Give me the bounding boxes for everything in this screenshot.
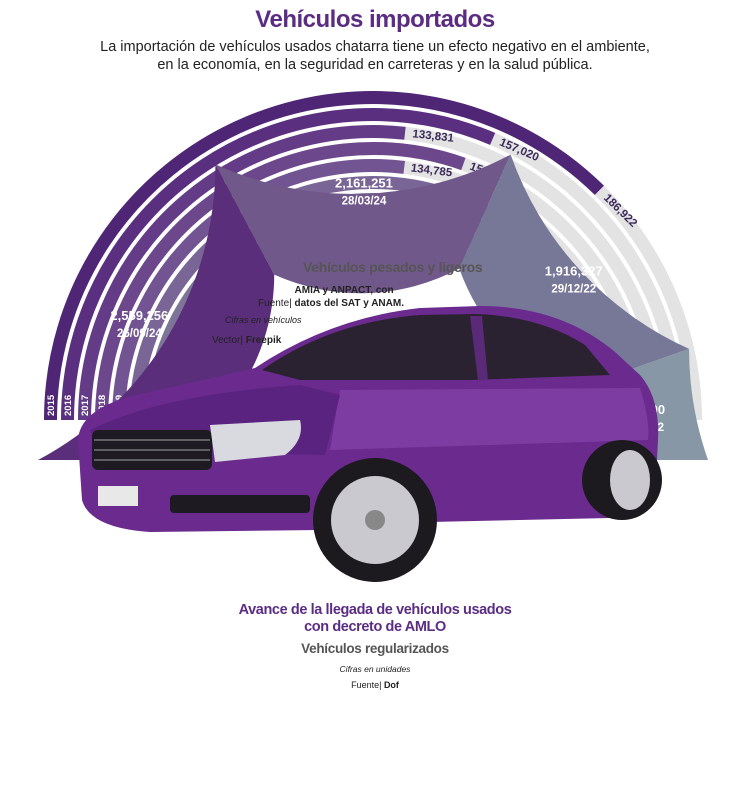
donut-value-label: 1,916,327: [545, 264, 603, 279]
donut-segment: [215, 154, 511, 294]
car-lower-grille: [170, 495, 310, 513]
car-headlight: [210, 420, 301, 462]
car-roof-window: [262, 314, 610, 380]
top-source: Fuente| AMIA y ANPACT, con datos del SAT…: [258, 284, 415, 310]
ring-bar-2017: [78, 125, 406, 421]
bottom-source-label: Fuente|: [351, 680, 382, 690]
bottom-chart-subtitle: Vehículos regularizados: [301, 641, 449, 656]
ring-bar-2016: [61, 108, 496, 421]
car-illustration: [78, 306, 662, 582]
bottom-chart-title: Avance de la llegada de vehículos usados…: [238, 602, 512, 635]
ring-bar-2019: [112, 159, 406, 421]
bottom-source-value: Dof: [383, 680, 399, 690]
car-window-pillar: [470, 316, 488, 380]
ring-value-label: 134,785: [410, 162, 453, 179]
ring-year-label: 2017: [80, 395, 91, 416]
top-source-value: AMIA y ANPACT, con datos del SAT y ANAM.: [294, 285, 404, 309]
car-side-highlight: [330, 388, 649, 450]
ring-year-label: 2016: [63, 395, 74, 416]
ring-bar-2015: [44, 91, 604, 421]
ring-year-label: 2018: [97, 395, 108, 416]
bottom-units-note: Cifras en unidades: [339, 664, 411, 674]
top-chart-title: Vehículos pesados y ligeros: [303, 259, 483, 275]
top-source-label: Fuente|: [258, 298, 292, 309]
car-license-plate: [98, 486, 138, 506]
donut-date-label: 29/12/22: [551, 284, 596, 296]
donut-value-label: 2,559,256: [110, 308, 168, 323]
vector-credit-label: Vector|: [212, 335, 243, 346]
vector-credit: Vector| Freepik: [212, 335, 281, 346]
donut-date-label: 26/09/24: [117, 328, 162, 340]
donut-value-label: 2,161,251: [335, 176, 393, 191]
page-subtitle: La importación de vehículos usados chata…: [100, 39, 650, 73]
ring-value-label: 133,831: [412, 128, 455, 145]
vector-credit-value: Freepik: [245, 335, 282, 346]
ring-year-label: 2015: [46, 394, 57, 416]
donut-date-label: 28/03/24: [342, 196, 387, 208]
top-units-note: Cifras en vehículos: [225, 315, 302, 325]
car-rear-wheel-rim: [610, 450, 650, 510]
page-title: Vehículos importados: [255, 6, 495, 33]
bottom-source: Fuente| Dof: [225, 680, 525, 690]
